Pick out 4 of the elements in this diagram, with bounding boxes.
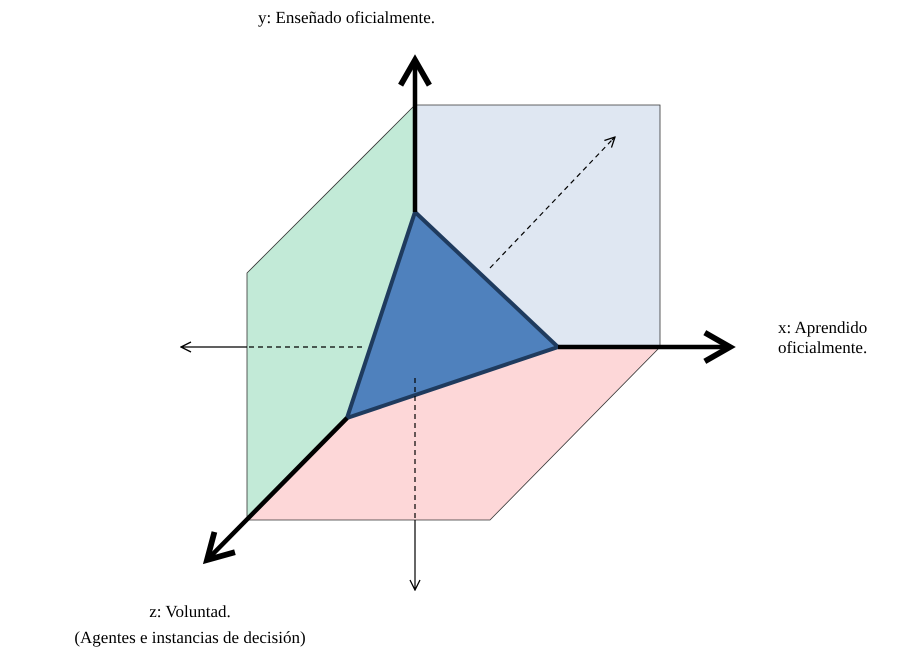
y-axis-label: y: Enseñado oficialmente. xyxy=(258,8,436,28)
z-axis-label: (Agentes e instancias de decisión) xyxy=(73,628,307,648)
x-axis-label: x: Aprendido oficialmente. xyxy=(778,318,868,358)
z-axis-label: z: Voluntad. xyxy=(148,602,232,622)
